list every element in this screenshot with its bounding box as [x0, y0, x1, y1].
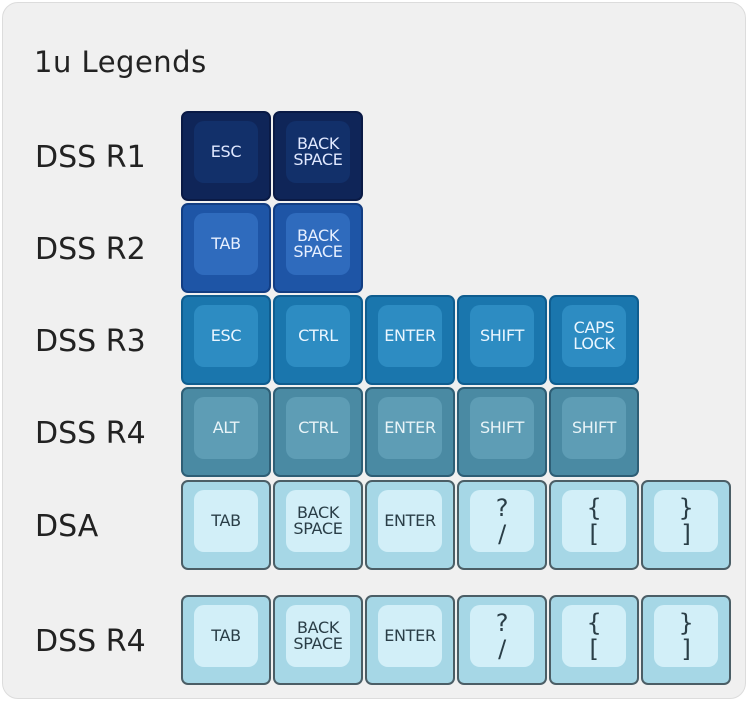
row-label: DSS R4 — [35, 416, 146, 451]
keycap-top: SHIFT — [562, 397, 626, 459]
keycap-top: CTRL — [286, 397, 350, 459]
keycap-legend: CAPS LOCK — [573, 318, 615, 353]
keycap-legend: ? / — [495, 494, 509, 548]
keycap: SHIFT — [457, 387, 547, 477]
keycap: TAB — [181, 595, 271, 685]
keycap-top: BACK SPACE — [286, 213, 350, 275]
keycap-legend: TAB — [211, 234, 241, 253]
keycap: ALT — [181, 387, 271, 477]
keycap-top: { [ — [562, 490, 626, 552]
keycap-legend: ENTER — [384, 326, 436, 345]
keycap-legend: TAB — [211, 626, 241, 645]
keycap: ENTER — [365, 387, 455, 477]
keycap-legend: } ] — [678, 609, 694, 663]
keycap-top: ESC — [194, 121, 258, 183]
keycap-top: } ] — [654, 490, 718, 552]
keycap: TAB — [181, 203, 271, 293]
keycap-legend: { [ — [586, 609, 602, 663]
keycap: BACK SPACE — [273, 111, 363, 201]
keycap-top: ENTER — [378, 305, 442, 367]
keycap-legend: ESC — [210, 142, 242, 161]
keycap-top: ENTER — [378, 397, 442, 459]
keycap-top: CTRL — [286, 305, 350, 367]
keycap-top: BACK SPACE — [286, 490, 350, 552]
keycap: SHIFT — [549, 387, 639, 477]
keycap-top: ? / — [470, 490, 534, 552]
keycap-legend: ? / — [495, 609, 509, 663]
keycap-legend: BACK SPACE — [293, 226, 343, 261]
keycap-top: ENTER — [378, 490, 442, 552]
keycap-top: CAPS LOCK — [562, 305, 626, 367]
keycap-legend: TAB — [211, 511, 241, 530]
keycap: ESC — [181, 111, 271, 201]
keycap: { [ — [549, 595, 639, 685]
keycap-top: BACK SPACE — [286, 605, 350, 667]
keycap: } ] — [641, 480, 731, 570]
keycap-top: ? / — [470, 605, 534, 667]
row-label: DSS R1 — [35, 140, 146, 175]
keycap: } ] — [641, 595, 731, 685]
keycap-legend: ENTER — [384, 418, 436, 437]
keycap-legend: CTRL — [298, 418, 338, 437]
keycap-legend: BACK SPACE — [293, 503, 343, 538]
keycap-legend: { [ — [586, 494, 602, 548]
keycap: ESC — [181, 295, 271, 385]
keycap: BACK SPACE — [273, 595, 363, 685]
keycap: BACK SPACE — [273, 480, 363, 570]
keycap-legend: SHIFT — [571, 418, 617, 437]
keycap: ? / — [457, 595, 547, 685]
keycap-top: SHIFT — [470, 305, 534, 367]
keycap-top: TAB — [194, 490, 258, 552]
keycap-legend: ESC — [210, 326, 242, 345]
row-label: DSS R2 — [35, 232, 146, 267]
keycap-top: BACK SPACE — [286, 121, 350, 183]
keycap-legend: CTRL — [298, 326, 338, 345]
row-label: DSS R4 — [35, 624, 146, 659]
keycap-legend: BACK SPACE — [293, 618, 343, 653]
keycap-top: ENTER — [378, 605, 442, 667]
row-label: DSS R3 — [35, 324, 146, 359]
keycap-legend: ENTER — [384, 626, 436, 645]
keycap: ENTER — [365, 295, 455, 385]
keycap: ? / — [457, 480, 547, 570]
keycap: CAPS LOCK — [549, 295, 639, 385]
keycap-legend: SHIFT — [479, 326, 525, 345]
keycap-legend: ENTER — [384, 511, 436, 530]
keycap: ENTER — [365, 595, 455, 685]
keycap: SHIFT — [457, 295, 547, 385]
keycap-top: } ] — [654, 605, 718, 667]
keycap-top: ESC — [194, 305, 258, 367]
keycap-legend: } ] — [678, 494, 694, 548]
keycap-top: TAB — [194, 213, 258, 275]
keycap: ENTER — [365, 480, 455, 570]
keycap-legend: SHIFT — [479, 418, 525, 437]
keycap-top: { [ — [562, 605, 626, 667]
card-title: 1u Legends — [34, 45, 207, 79]
keycap-top: TAB — [194, 605, 258, 667]
keycap: BACK SPACE — [273, 203, 363, 293]
keycap: CTRL — [273, 387, 363, 477]
keycap-top: SHIFT — [470, 397, 534, 459]
keycap-top: ALT — [194, 397, 258, 459]
keycap: CTRL — [273, 295, 363, 385]
keycap: TAB — [181, 480, 271, 570]
keycap: { [ — [549, 480, 639, 570]
keycap-legend: BACK SPACE — [293, 134, 343, 169]
keycap-legend: ALT — [212, 418, 240, 437]
row-label: DSA — [35, 509, 99, 544]
